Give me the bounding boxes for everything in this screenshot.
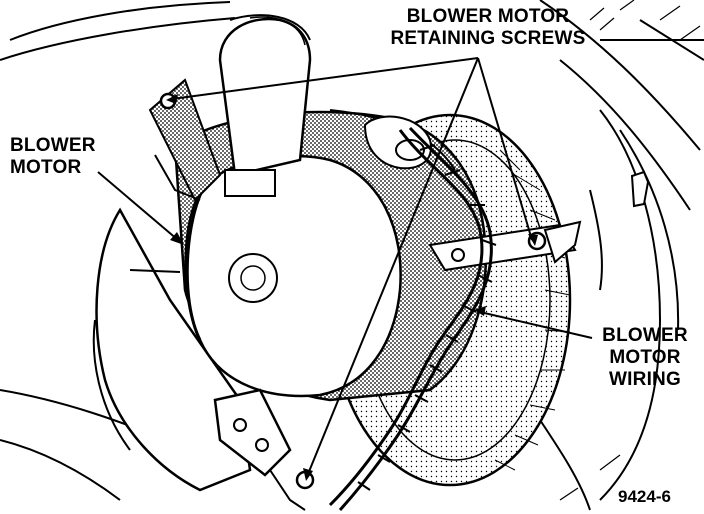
label-motor-wiring-line3: WIRING (609, 369, 681, 390)
leader-arrowheads (166, 94, 538, 481)
bottom-mount-bracket (213, 388, 292, 477)
label-blower-motor: BLOWER MOTOR (10, 135, 96, 179)
motor-body (184, 154, 402, 398)
label-retaining-screws-line1: BLOWER MOTOR (406, 6, 570, 27)
wiring-twist-marks (357, 144, 497, 491)
background-hatching (559, 0, 701, 501)
figure-number: 9424-6 (618, 487, 671, 506)
air-inlet-duct (218, 17, 312, 177)
leader-lines (97, 57, 593, 475)
label-motor-wiring-line1: BLOWER (602, 325, 688, 346)
left-mount-bracket (148, 78, 222, 202)
blower-housing (95, 207, 252, 492)
panel-clip (630, 170, 650, 208)
label-blower-motor-line1: BLOWER (10, 135, 96, 156)
label-retaining-screws: BLOWER MOTOR RETAINING SCREWS (372, 6, 604, 50)
motor-wiring-harness (328, 126, 493, 512)
label-motor-wiring: BLOWER MOTOR WIRING (594, 325, 696, 391)
label-blower-motor-line2: MOTOR (10, 157, 82, 178)
label-retaining-screws-line2: RETAINING SCREWS (390, 28, 586, 49)
label-motor-wiring-line2: MOTOR (609, 347, 681, 368)
